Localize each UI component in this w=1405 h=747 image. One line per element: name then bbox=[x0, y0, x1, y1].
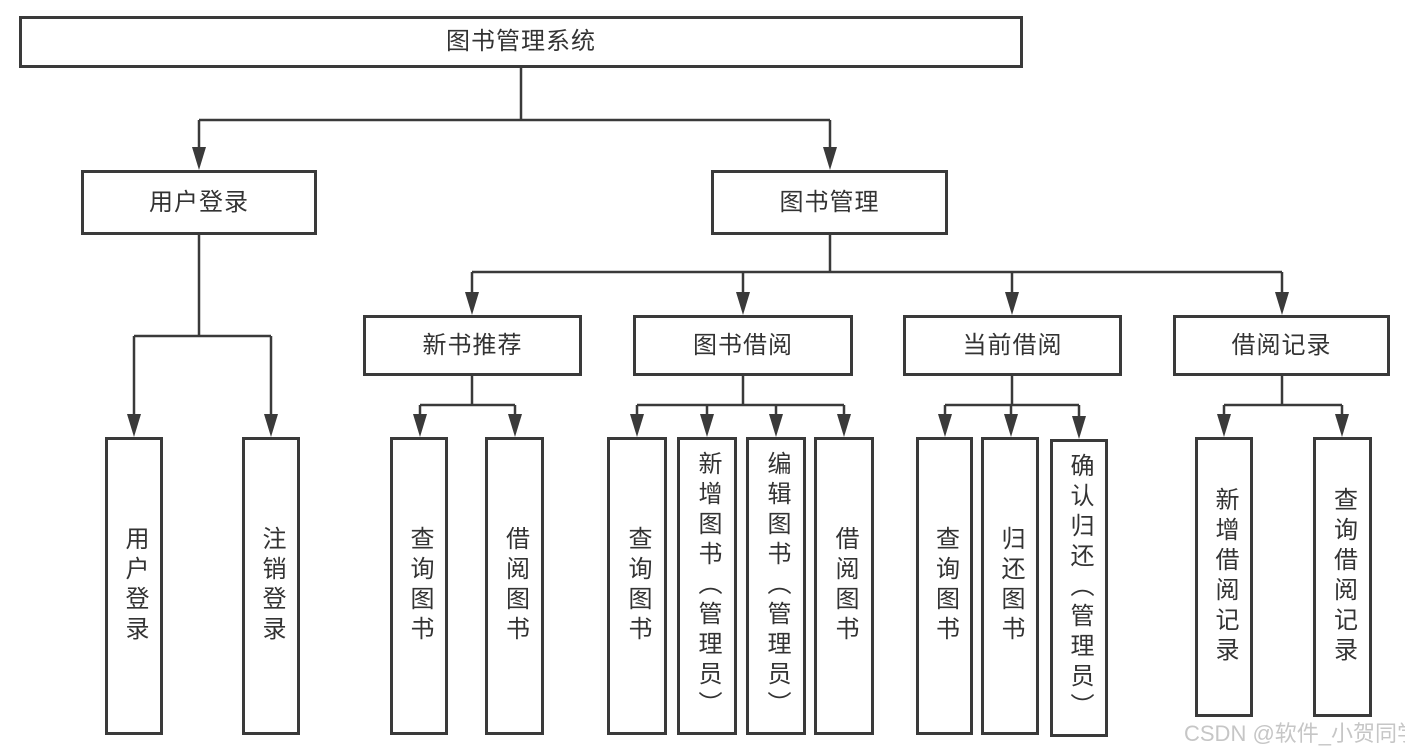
arrow-down-icon bbox=[736, 292, 750, 315]
arrow-down-icon bbox=[264, 414, 278, 437]
arrow-down-icon bbox=[1004, 414, 1018, 437]
node-label: 编辑图书（管理员） bbox=[763, 451, 790, 721]
arrow-down-icon bbox=[700, 414, 714, 437]
node-label: 新增借阅记录 bbox=[1211, 487, 1238, 667]
leaf-edit-books-admin: 编辑图书（管理员） bbox=[746, 437, 806, 735]
arrow-down-icon bbox=[465, 292, 479, 315]
node-label: 借阅图书 bbox=[501, 526, 529, 646]
arrow-down-icon bbox=[1072, 416, 1086, 439]
node-label: 用户登录 bbox=[121, 526, 148, 646]
node-label: 当前借阅 bbox=[962, 331, 1063, 359]
arrow-down-icon bbox=[823, 147, 837, 170]
node-label: 查询图书 bbox=[406, 526, 433, 646]
node-label: 图书管理 bbox=[779, 188, 880, 216]
leaf-query-books-borrow: 查询图书 bbox=[607, 437, 667, 735]
node-label: 归还图书 bbox=[997, 526, 1024, 646]
node-label: 查询图书 bbox=[931, 526, 959, 646]
node-label: 图书借阅 bbox=[693, 331, 793, 359]
leaf-query-borrow-record: 查询借阅记录 bbox=[1313, 437, 1372, 717]
csdn-watermark: CSDN @软件_小贺同学 bbox=[1184, 721, 1405, 746]
arrow-down-icon bbox=[1275, 292, 1289, 315]
node-label: 借阅图书 bbox=[831, 526, 858, 646]
arrow-down-icon bbox=[192, 147, 206, 170]
leaf-add-borrow-record: 新增借阅记录 bbox=[1195, 437, 1253, 717]
arrow-down-icon bbox=[508, 414, 522, 437]
node-label: 用户登录 bbox=[149, 188, 249, 216]
node-system-root: 图书管理系统 bbox=[19, 16, 1023, 68]
arrow-down-icon bbox=[769, 414, 783, 437]
arrow-down-icon bbox=[837, 414, 851, 437]
arrow-down-icon bbox=[413, 414, 427, 437]
arrow-down-icon bbox=[630, 414, 644, 437]
node-book-borrowing: 图书借阅 bbox=[633, 315, 853, 376]
arrow-down-icon bbox=[1217, 414, 1231, 437]
leaf-confirm-return-admin: 确认归还（管理员） bbox=[1050, 439, 1108, 737]
node-label: 新书推荐 bbox=[422, 331, 523, 359]
leaf-add-books-admin: 新增图书（管理员） bbox=[677, 437, 737, 735]
leaf-user-login: 用户登录 bbox=[105, 437, 163, 735]
node-label: 确认归还（管理员） bbox=[1066, 453, 1093, 723]
node-label: 注销登录 bbox=[258, 526, 285, 646]
leaf-borrow-books: 借阅图书 bbox=[814, 437, 874, 735]
arrow-down-icon bbox=[938, 414, 952, 437]
leaf-logout: 注销登录 bbox=[242, 437, 300, 735]
arrow-down-icon bbox=[127, 414, 141, 437]
arrow-down-icon bbox=[1335, 414, 1349, 437]
node-label: 新增图书（管理员） bbox=[694, 451, 721, 721]
arrow-down-icon bbox=[1005, 292, 1019, 315]
leaf-query-books-current: 查询图书 bbox=[916, 437, 973, 735]
leaf-borrow-books-recommend: 借阅图书 bbox=[485, 437, 544, 735]
leaf-query-books-recommend: 查询图书 bbox=[390, 437, 448, 735]
node-label: 查询借阅记录 bbox=[1329, 487, 1357, 667]
node-label: 借阅记录 bbox=[1231, 331, 1332, 359]
node-book-management: 图书管理 bbox=[711, 170, 948, 235]
leaf-return-books: 归还图书 bbox=[981, 437, 1039, 735]
node-label: 查询图书 bbox=[624, 526, 651, 646]
node-label: 图书管理系统 bbox=[446, 28, 596, 55]
node-new-book-recommend: 新书推荐 bbox=[363, 315, 582, 376]
node-user-login: 用户登录 bbox=[81, 170, 317, 235]
node-current-borrowing: 当前借阅 bbox=[903, 315, 1122, 376]
node-borrowing-records: 借阅记录 bbox=[1173, 315, 1390, 376]
